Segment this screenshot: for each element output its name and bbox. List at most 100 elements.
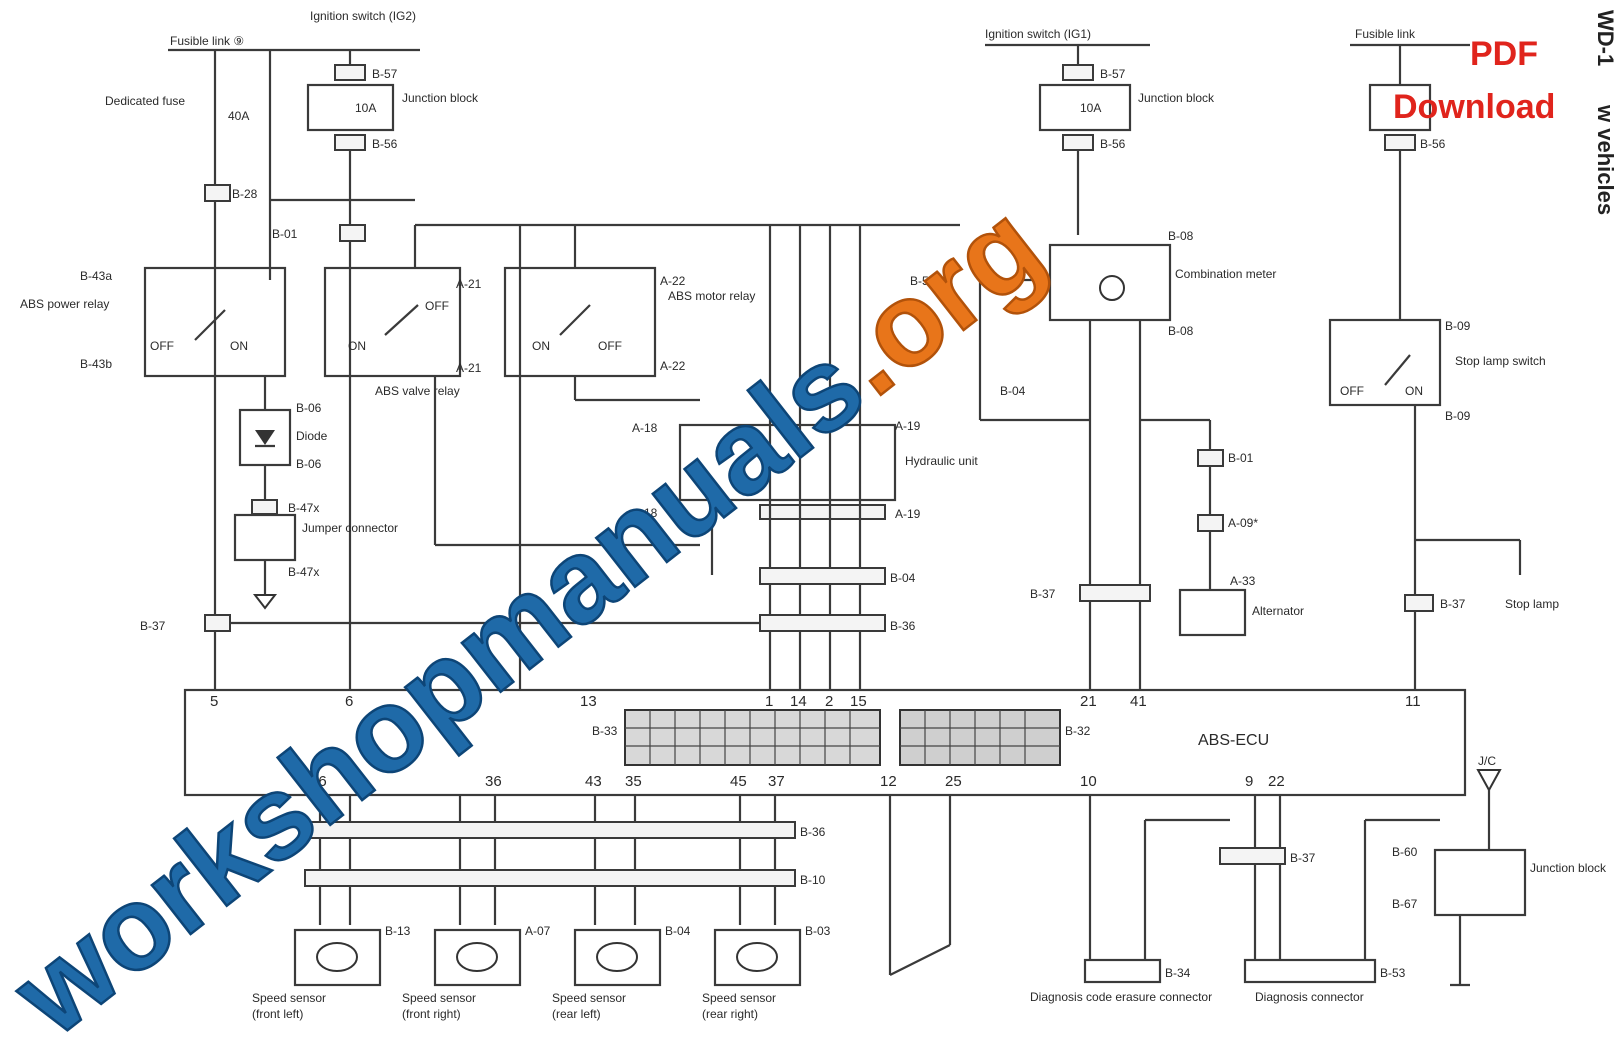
ecu-pin-bottom: 9	[1245, 773, 1253, 790]
b53-label: B-53	[1380, 966, 1406, 980]
b08-label-top: B-08	[1168, 229, 1194, 243]
sensor-conn-fr: A-07	[525, 924, 551, 938]
b08-label-bottom: B-08	[1168, 324, 1194, 338]
jc-label: J/C	[1478, 754, 1496, 768]
a22-label-bottom: A-22	[660, 359, 686, 373]
sensor-label-rr: Speed sensor	[702, 991, 776, 1005]
diode-block: B-06 Diode B-06	[238, 376, 328, 505]
b47-label-top: B-47x	[288, 501, 319, 515]
abs-ecu: ABS-ECU B-33 B-32	[183, 688, 1467, 797]
combination-meter-label: Combination meter	[1175, 267, 1276, 281]
download-label: Download	[1393, 88, 1555, 126]
speed-sensor-front-left: B-13 Speed sensor (front left)	[252, 924, 411, 1021]
diagnosis-area: B-37 B-34 B-53 Diagnosis code erasure co…	[1030, 795, 1440, 1004]
ecu-pin-top: 13	[580, 693, 597, 710]
abs-ecu-label: ABS-ECU	[1198, 732, 1269, 749]
speed-sensors: B-13 Speed sensor (front left) A-07 Spee…	[252, 924, 831, 1021]
ecu-pin-bottom: 45	[730, 773, 747, 790]
sensor-sub-fr: (front right)	[402, 1007, 461, 1021]
ecu-pin-top: 21	[1080, 693, 1097, 710]
ecu-pin-bottom: 12	[880, 773, 897, 790]
a19-label-top: A-19	[895, 419, 921, 433]
b67-label: B-67	[1392, 897, 1418, 911]
b06-label-top: B-06	[296, 401, 322, 415]
stop-switch-off: OFF	[1340, 384, 1364, 398]
alternator-label: Alternator	[1252, 604, 1304, 618]
b56-label-right: B-56	[1100, 137, 1126, 151]
b32-label: B-32	[1065, 724, 1091, 738]
diag-connector-label: Diagnosis connector	[1255, 990, 1364, 1004]
abs-motor-relay-label: ABS motor relay	[668, 289, 755, 303]
jumper-connector-label: Jumper connector	[302, 521, 398, 535]
ecu-pin-bottom: 25	[945, 773, 962, 790]
b09-label-bottom: B-09	[1445, 409, 1471, 423]
watermark: workshopmanuals .org	[0, 178, 1067, 1047]
b37-label-left: B-37	[140, 619, 166, 633]
ecu-pin-bottom: 22	[1268, 773, 1285, 790]
side-title: WD-1	[1593, 10, 1618, 66]
diag-code-erasure-label-wrap: Diagnosis code erasure connector	[1030, 990, 1213, 1004]
hydraulic-unit-label: Hydraulic unit	[905, 454, 978, 468]
abs-power-relay: ABS power relay B-43a B-43b OFF ON	[20, 266, 287, 378]
sensor-conn-rl: B-04	[665, 924, 691, 938]
abs-valve-relay: ABS valve relay ON OFF A-21 A-21	[323, 266, 482, 398]
alternator-block: B-01 A-09* A-33 Alternator	[1140, 418, 1304, 637]
stop-switch-on: ON	[1405, 384, 1423, 398]
ecu-bottom-pins: 46 36 43 35 45 37 12 25 10 9 22	[310, 773, 1285, 790]
abs-motor-relay: ABS motor relay ON OFF A-22 A-22	[503, 266, 755, 378]
combination-meter: Combination meter B-08 B-08 B-58 B-04	[910, 229, 1276, 690]
b37-label-diag: B-37	[1290, 851, 1316, 865]
b36-label-bottom: B-36	[800, 825, 826, 839]
fusible-link-left-label: Fusible link ⑨	[170, 34, 244, 48]
fuse-10a-left: 10A	[355, 101, 376, 115]
b37-label-right: B-37	[1030, 587, 1056, 601]
stop-lamp-switch-label: Stop lamp switch	[1455, 354, 1546, 368]
valve-relay-off: OFF	[425, 299, 449, 313]
b09-label-top: B-09	[1445, 319, 1471, 333]
junction-block-lower: Junction block B-60 B-67 J/C	[1392, 754, 1607, 987]
ecu-top-pins: 5 6 13 1 14 2 15 21 41 11	[210, 693, 1421, 710]
sensor-sub-fl: (front left)	[252, 1007, 303, 1021]
b04-label: B-04	[890, 571, 916, 585]
motor-relay-on: ON	[532, 339, 550, 353]
ecu-pin-top: 2	[825, 693, 833, 710]
diag-code-erasure-label: Diagnosis code erasure connector	[1030, 990, 1213, 1004]
a21-label-bottom: A-21	[456, 361, 482, 375]
b34-label: B-34	[1165, 966, 1191, 980]
junction-block-lower-label: Junction block	[1530, 861, 1607, 875]
top-right-supply: Ignition switch (IG1) B-57 10A Junction …	[985, 27, 1215, 235]
dedicated-fuse-label: Dedicated fuse	[105, 94, 185, 108]
ecu-pin-top: 15	[850, 693, 867, 710]
ecu-pin-bottom: 36	[485, 773, 502, 790]
b57-label-right: B-57	[1100, 67, 1126, 81]
valve-relay-on: ON	[348, 339, 366, 353]
speed-sensor-rear-left: B-04 Speed sensor (rear left)	[552, 924, 691, 1021]
sensor-conn-fl: B-13	[385, 924, 411, 938]
abs-valve-relay-label: ABS valve relay	[375, 384, 460, 398]
diode-label: Diode	[296, 429, 328, 443]
sensor-label-fl: Speed sensor	[252, 991, 326, 1005]
fusible-link-right-label: Fusible link	[1355, 27, 1416, 41]
b56-label-left: B-56	[372, 137, 398, 151]
speed-sensor-front-right: A-07 Speed sensor (front right)	[402, 924, 551, 1021]
junction-block-label-right: Junction block	[1138, 91, 1215, 105]
a09-label: A-09*	[1228, 516, 1258, 530]
a22-label-top: A-22	[660, 274, 686, 288]
b10-label: B-10	[800, 873, 826, 887]
b43b-label: B-43b	[80, 357, 112, 371]
sensor-wiring: B-36 B-10	[304, 795, 952, 976]
b47-label-bottom: B-47x	[288, 565, 319, 579]
ecu-pin-bottom: 10	[1080, 773, 1097, 790]
side-title-2: w vehicles	[1593, 104, 1618, 215]
pdf-label: PDF	[1470, 35, 1538, 73]
fuse-10a-right: 10A	[1080, 101, 1101, 115]
ecu-pin-bottom: 35	[625, 773, 642, 790]
b57-label: B-57	[372, 67, 398, 81]
b56-label-far-right: B-56	[1420, 137, 1446, 151]
abs-power-relay-label: ABS power relay	[20, 297, 109, 311]
a33-label: A-33	[1230, 574, 1256, 588]
sensor-sub-rl: (rear left)	[552, 1007, 601, 1021]
ignition-switch-ig1-label: Ignition switch (IG1)	[985, 27, 1091, 41]
a19-label-bottom: A-19	[895, 507, 921, 521]
ecu-pin-top: 41	[1130, 693, 1147, 710]
